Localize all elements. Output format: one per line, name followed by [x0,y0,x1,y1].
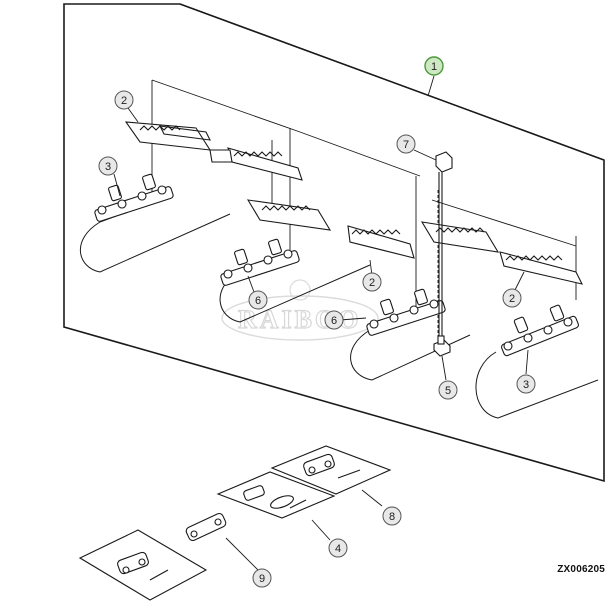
svg-text:7: 7 [403,139,409,151]
svg-text:6: 6 [331,315,337,327]
chain-link-3 [366,288,446,336]
drawing-code: ZX006205 [557,564,605,575]
svg-text:4: 4 [335,543,341,555]
svg-text:3: 3 [523,379,529,391]
svg-text:6: 6 [255,295,261,307]
wear-strip-group [124,121,584,285]
kit-4-card [216,471,336,519]
callout-4: 4 [328,538,348,558]
callout-3-a: 3 [98,156,118,176]
svg-text:5: 5 [445,385,451,397]
callouts: 1 2 2 2 3 3 4 5 [98,56,536,588]
callout-9: 9 [252,568,272,588]
svg-text:2: 2 [121,95,127,107]
chain-link-1 [94,173,174,222]
svg-text:9: 9 [259,573,265,585]
callout-2-c: 2 [502,288,522,308]
main-plate-outline [63,3,605,483]
callout-8: 8 [382,506,402,526]
svg-text:2: 2 [369,277,375,289]
leader-lines [113,75,529,571]
loose-parts [78,445,392,601]
callout-2-b: 2 [362,272,382,292]
callout-3-b: 3 [516,374,536,394]
callout-2-a: 2 [114,90,134,110]
callout-1: 1 [424,56,444,76]
svg-text:3: 3 [105,161,111,173]
kit-8-card [270,445,392,495]
chain-link-4 [501,304,579,357]
callout-6-a: 6 [248,290,268,310]
link-9 [185,512,227,542]
chain-link-2 [220,238,300,286]
callout-6-b: 6 [324,310,344,330]
chain-assemblies [94,173,579,357]
svg-text:1: 1 [431,61,437,73]
bolt-and-nut [433,151,453,357]
callout-5: 5 [438,380,458,400]
svg-text:8: 8 [389,511,395,523]
svg-text:2: 2 [509,293,515,305]
callout-7: 7 [396,134,416,154]
